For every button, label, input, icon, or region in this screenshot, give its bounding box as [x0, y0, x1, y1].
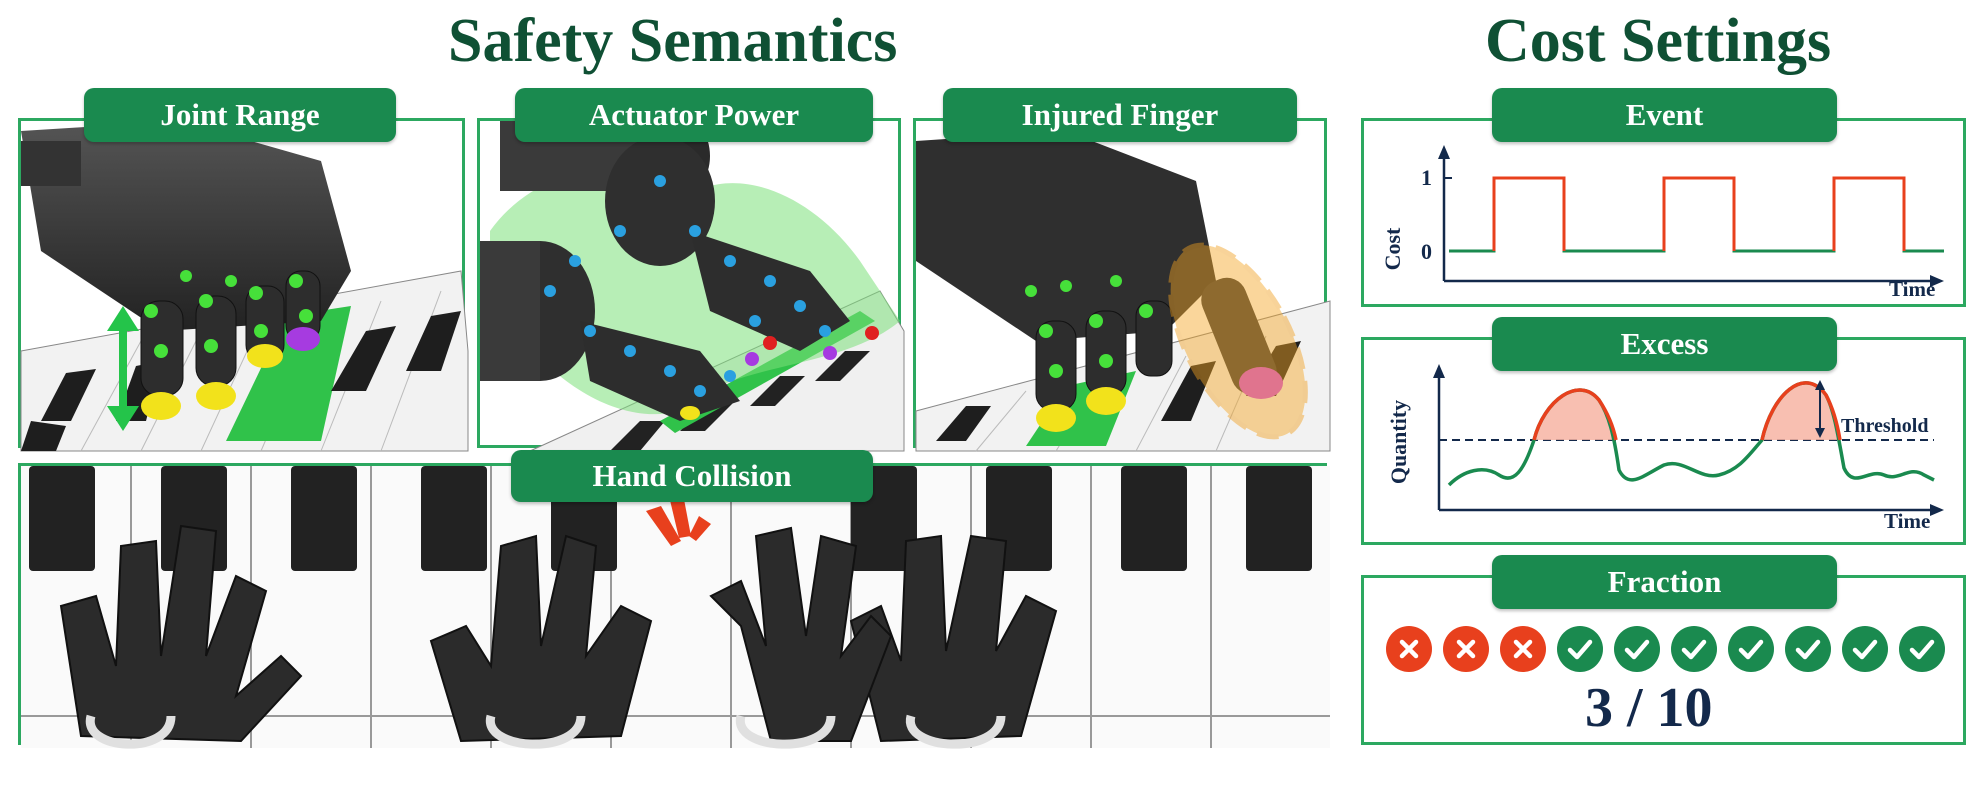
- joint-range-illustration: [20, 121, 469, 452]
- injured-finger-panel: [913, 118, 1331, 452]
- double-arrow-icon: [107, 306, 139, 431]
- excess-label: Excess: [1492, 317, 1837, 371]
- event-tick-1: 1: [1421, 165, 1432, 190]
- cost-settings-title: Cost Settings: [1485, 7, 1832, 75]
- safe-check-icon: [1614, 626, 1660, 672]
- injured-finger-illustration: [915, 131, 1331, 452]
- safe-check-icon: [1671, 626, 1717, 672]
- event-panel: 1 0 Cost Time: [1361, 118, 1966, 307]
- fraction-ratio: 3 / 10: [1585, 677, 1713, 739]
- fraction-icons: [1386, 626, 1945, 672]
- joint-range-label: Joint Range: [84, 88, 396, 142]
- safe-check-icon: [1785, 626, 1831, 672]
- hand-collision-illustration: [21, 466, 1330, 749]
- violation-cross-icon: [1500, 626, 1546, 672]
- actuator-power-label: Actuator Power: [515, 88, 873, 142]
- safety-semantics-title: Safety Semantics: [448, 7, 898, 75]
- hand-collision-label: Hand Collision: [511, 450, 873, 502]
- excess-y-label: Quantity: [1386, 400, 1411, 484]
- fraction-label: Fraction: [1492, 555, 1837, 609]
- excess-x-label: Time: [1884, 509, 1930, 533]
- joint-range-panel: [18, 118, 469, 452]
- safe-check-icon: [1899, 626, 1945, 672]
- violation-cross-icon: [1386, 626, 1432, 672]
- safe-check-icon: [1728, 626, 1774, 672]
- excess-chart: Quantity Time Threshold: [1386, 364, 1944, 533]
- event-tick-0: 0: [1421, 239, 1432, 264]
- violation-cross-icon: [1443, 626, 1489, 672]
- threshold-label: Threshold: [1841, 415, 1928, 437]
- hand-collision-panel: [18, 463, 1330, 749]
- event-label: Event: [1492, 88, 1837, 142]
- safe-check-icon: [1842, 626, 1888, 672]
- event-y-label: Cost: [1380, 227, 1405, 270]
- safe-check-icon: [1557, 626, 1603, 672]
- event-chart: 1 0 Cost Time: [1380, 145, 1944, 301]
- event-x-label: Time: [1889, 277, 1935, 301]
- injured-finger-label: Injured Finger: [943, 88, 1297, 142]
- actuator-power-panel: [477, 116, 905, 452]
- actuator-power-illustration: [480, 116, 905, 452]
